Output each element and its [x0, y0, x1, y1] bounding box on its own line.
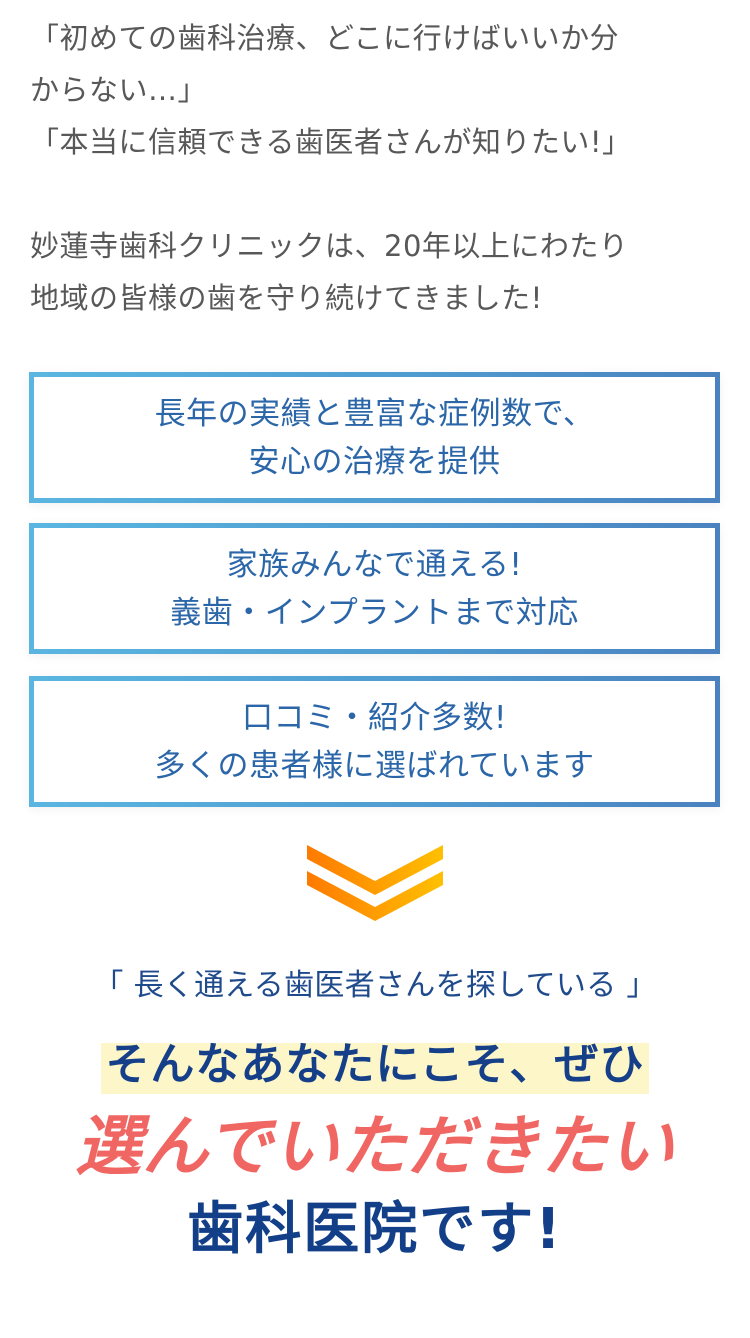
- quote-open-bracket: 「: [93, 968, 124, 1003]
- red-headline: 選んでいただきたい: [75, 1108, 675, 1185]
- feature-box-family: 家族みんなで通える! 義歯・インプラントまで対応: [29, 523, 720, 654]
- blue-headline: 歯科医院です!: [187, 1197, 563, 1262]
- searching-quote: 「 長く通える歯医者さんを探している 」: [0, 960, 750, 1012]
- feature-content: 長年の実績と豊富な症例数で、 安心の治療を提供: [34, 377, 715, 498]
- feature-box-reviews: 口コミ・紹介多数! 多くの患者様に選ばれています: [29, 676, 720, 807]
- intro-line: からない…」: [30, 73, 208, 107]
- highlighted-text: そんなあなたにこそ、ぜひ: [101, 1036, 649, 1094]
- feature-content: 口コミ・紹介多数! 多くの患者様に選ばれています: [34, 681, 715, 802]
- feature-content: 家族みんなで通える! 義歯・インプラントまで対応: [34, 528, 715, 649]
- intro-line: 「初めての歯科治療、どこに行けばいいか分: [30, 21, 620, 55]
- quote-close-bracket: 」: [626, 968, 657, 1003]
- feature-line: 義歯・インプラントまで対応: [170, 594, 579, 631]
- double-chevron-down-icon: [307, 845, 443, 921]
- intro-spacer: [30, 168, 730, 220]
- feature-line: 口コミ・紹介多数!: [242, 699, 507, 736]
- quote-text: 長く通える歯医者さんを探している: [123, 968, 627, 1003]
- feature-line: 長年の実績と豊富な症例数で、: [154, 395, 595, 432]
- highlight-line: そんなあなたにこそ、ぜひ: [0, 1036, 750, 1094]
- feature-line: 多くの患者様に選ばれています: [154, 747, 595, 784]
- intro-line: 「本当に信頼できる歯医者さんが知りたい!」: [30, 125, 632, 159]
- feature-line: 安心の治療を提供: [248, 443, 501, 480]
- feature-box-experience: 長年の実績と豊富な症例数で、 安心の治療を提供: [29, 372, 720, 503]
- feature-line: 家族みんなで通える!: [226, 546, 523, 583]
- intro-text: 「初めての歯科治療、どこに行けばいいか分 からない…」 「本当に信頼できる歯医者…: [30, 12, 730, 324]
- intro-line: 妙蓮寺歯科クリニックは、20年以上にわたり: [30, 229, 629, 263]
- intro-line: 地域の皆様の歯を守り続けてきました!: [30, 281, 543, 315]
